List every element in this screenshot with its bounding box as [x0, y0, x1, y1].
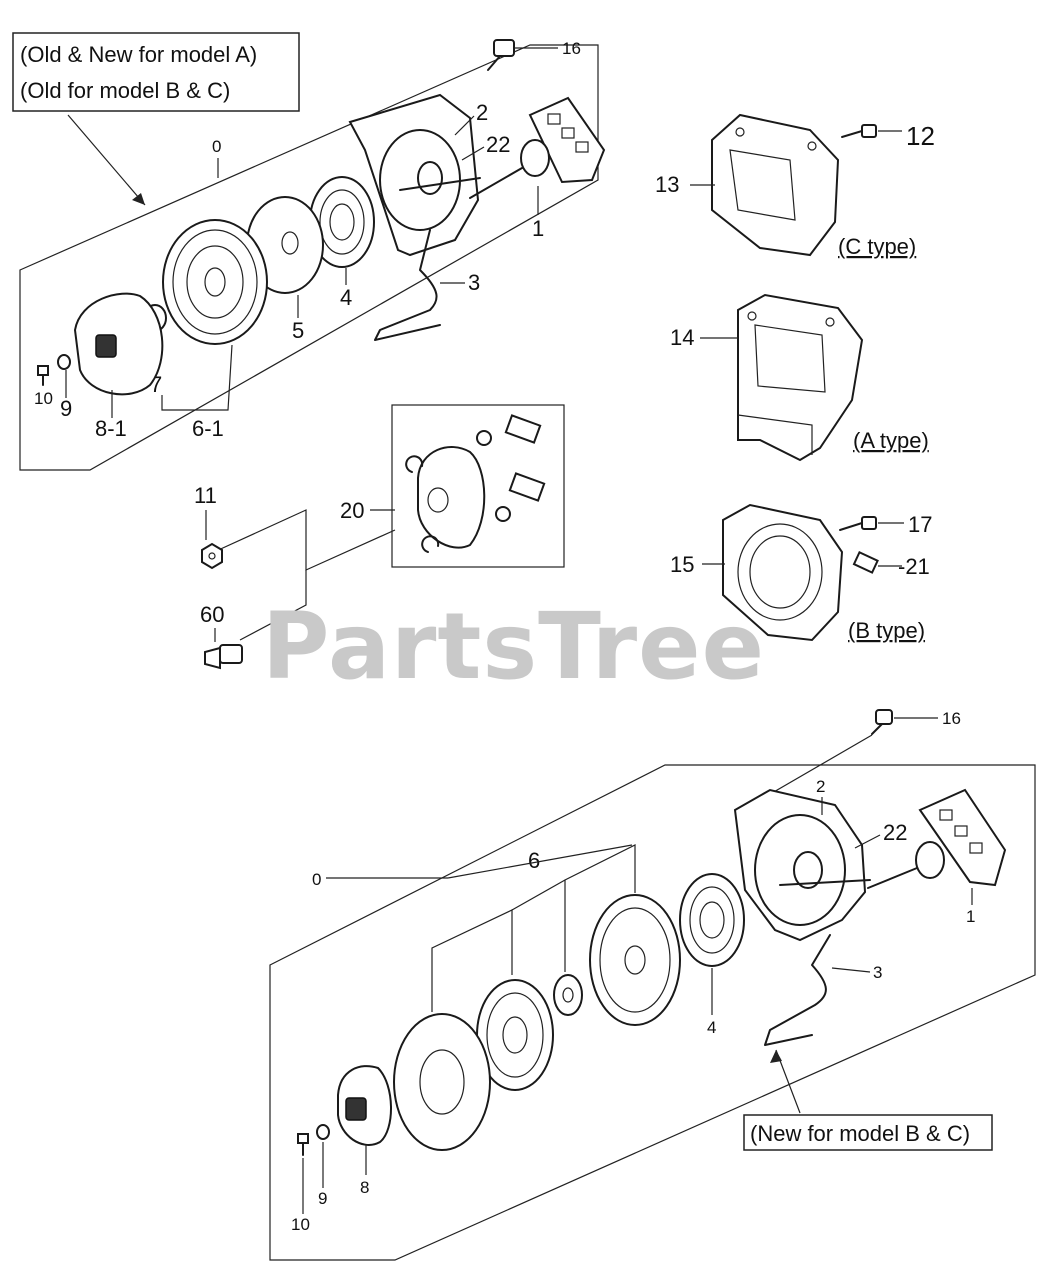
label-3-bottom: 3: [873, 963, 882, 982]
label-16: 16: [562, 39, 581, 58]
pawl-parts-icon: [405, 414, 546, 553]
label-0-bottom: 0: [312, 870, 321, 889]
bottom-group-frame: [269, 764, 1036, 1261]
b-type-label: (B type): [848, 618, 925, 643]
label-60: 60: [200, 602, 224, 627]
label-4-bottom: 4: [707, 1018, 716, 1037]
bottom-rope-icon: [764, 934, 831, 1046]
watermark: PartsTree: [262, 593, 765, 700]
bottom-starter-group: 16 2 22 1 3: [269, 709, 1036, 1261]
top-note-arrowhead: [132, 193, 145, 205]
label-10-bottom: 10: [291, 1215, 310, 1234]
label-2: 2: [476, 100, 488, 125]
bolt-17-icon: [839, 516, 877, 531]
small-screw-icon: [37, 365, 49, 386]
top-note-line1: (Old & New for model A): [20, 42, 257, 67]
label-9-bottom: 9: [318, 1189, 327, 1208]
starter-handle-icon: [469, 96, 606, 199]
starter-rope-icon: [374, 229, 441, 341]
cover-a-type-icon: [737, 293, 864, 462]
c-type-label: (C type): [838, 234, 916, 259]
bottom-handle-icon: [867, 788, 1007, 889]
label-21: -21: [898, 554, 930, 579]
ratchet-plate-icon: [73, 292, 164, 396]
label-8-bottom: 8: [360, 1178, 369, 1197]
label-20: 20: [340, 498, 364, 523]
bottom-washer-icon: [553, 974, 583, 1016]
top-note-box: [12, 32, 300, 112]
label-22: 22: [486, 132, 510, 157]
label-9: 9: [60, 396, 72, 421]
pawl-set-group: 20 11 60: [194, 404, 565, 670]
bottom-reel-icon: [589, 894, 681, 1026]
starter-housing-icon: [348, 93, 481, 257]
label-4: 4: [340, 285, 352, 310]
bottom-housing-icon: [733, 788, 871, 942]
label-15: 15: [670, 552, 694, 577]
bottom-ratchet-plate-icon: [337, 1065, 392, 1146]
label-13: 13: [655, 172, 679, 197]
a-type-label: (A type): [853, 428, 929, 453]
label-16-bottom: 16: [942, 709, 961, 728]
bottom-ratchet-cup-icon: [476, 979, 554, 1091]
label-10: 10: [34, 389, 53, 408]
bottom-small-washer-icon: [316, 1124, 330, 1140]
label-3: 3: [468, 270, 480, 295]
label-6-bottom: 6: [528, 848, 540, 873]
top-group-frame: [19, 44, 599, 471]
nut-21-icon: [852, 551, 879, 574]
label-2-bottom: 2: [816, 777, 825, 796]
label-17: 17: [908, 512, 932, 537]
pawl-plate-icon: [417, 446, 486, 549]
label-6-1: 6-1: [192, 416, 224, 441]
bottom-small-screw-icon: [297, 1133, 309, 1156]
cover-b-type-icon: [722, 503, 844, 642]
label-1: 1: [532, 216, 544, 241]
label-14: 14: [670, 325, 694, 350]
top-note-arrow: [67, 114, 146, 206]
label-8-1: 8-1: [95, 416, 127, 441]
label-22-bottom: 22: [883, 820, 907, 845]
bottom-note-arrowhead: [770, 1050, 782, 1063]
engine-covers-group: 12 13 (C type) 14 (A type) 17: [655, 113, 935, 643]
bolt-12-icon: [841, 124, 877, 138]
bottom-disc-icon: [393, 1013, 491, 1151]
label-12: 12: [906, 121, 935, 151]
nut-11-icon: [201, 542, 223, 570]
bottom-note-text: (New for model B & C): [750, 1121, 970, 1146]
bolt-16-icon: [487, 39, 515, 71]
label-11: 11: [194, 483, 217, 508]
small-washer-icon: [57, 354, 71, 370]
reel-pulley-icon: [162, 219, 268, 345]
bolt-16-bottom-icon: [871, 709, 893, 735]
bolt-60-icon: [204, 644, 243, 670]
cover-c-type-icon: [711, 113, 840, 257]
bottom-note-box: [743, 1114, 993, 1151]
label-1-bottom: 1: [966, 907, 975, 926]
top-starter-group: (Old & New for model A) (Old for model B…: [12, 32, 606, 471]
label-5: 5: [292, 318, 304, 343]
bottom-spring-icon: [679, 873, 745, 967]
top-note-line2: (Old for model B & C): [20, 78, 230, 103]
label-0: 0: [212, 137, 221, 156]
